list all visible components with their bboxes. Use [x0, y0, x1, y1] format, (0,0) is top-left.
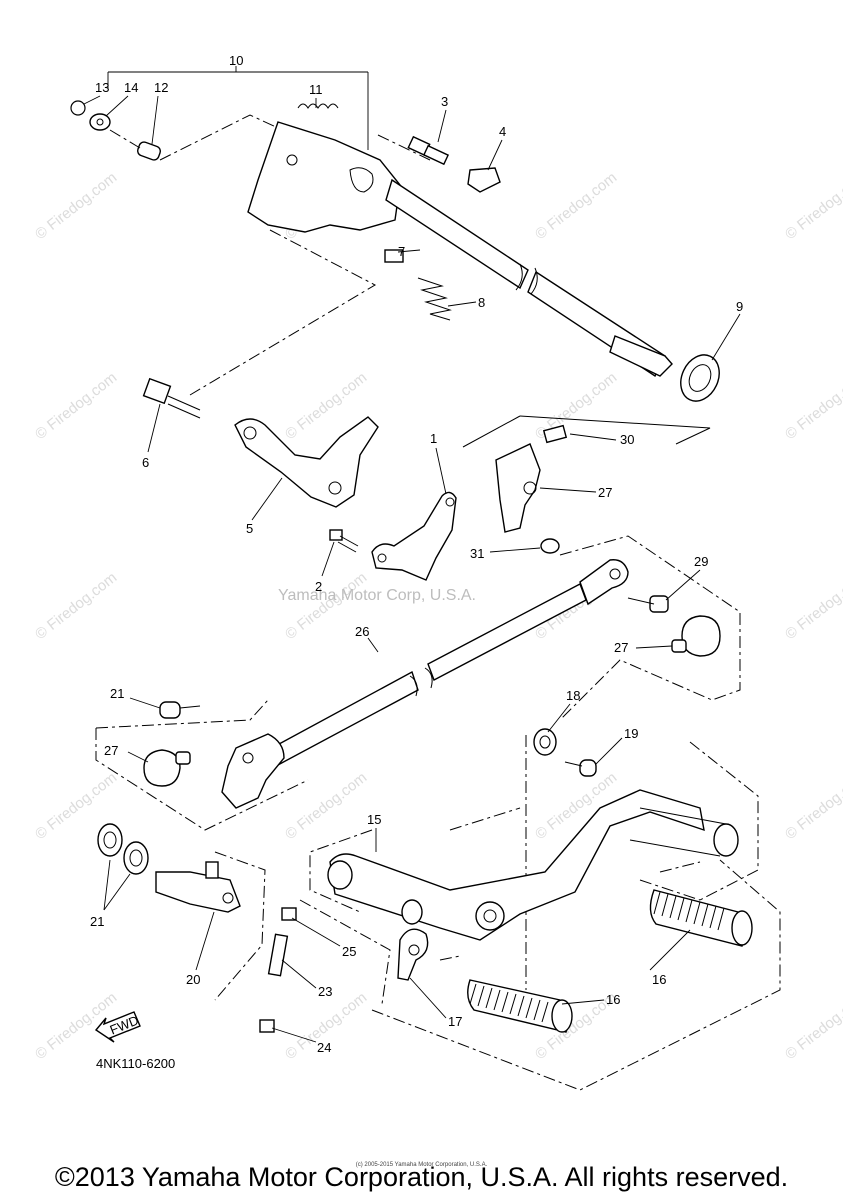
callout-23: 23 — [318, 984, 332, 999]
stay — [371, 491, 457, 581]
callout-29: 29 — [694, 554, 708, 569]
callout-20: 20 — [186, 972, 200, 987]
collar — [136, 141, 162, 161]
shift-pedal-shaft-assembly — [97, 823, 391, 1033]
shift-pedal-assembly — [309, 728, 781, 1091]
callout-17: 17 — [448, 1014, 462, 1029]
callout-24: 24 — [317, 1040, 331, 1055]
callout-28: 27 — [598, 485, 612, 500]
callout-14: 14 — [124, 80, 138, 95]
bolt — [407, 135, 450, 166]
plate — [467, 167, 501, 193]
boot — [681, 615, 721, 657]
diagram-code: 4NK110-6200 — [96, 1056, 176, 1071]
callout-1: 1 — [430, 431, 437, 446]
watermark: © Firedog.com — [782, 569, 843, 643]
shift-arm — [247, 121, 401, 233]
watermark: © Firedog.com — [282, 769, 370, 843]
watermark: © Firedog.com — [532, 169, 620, 243]
callout-8: 8 — [478, 295, 485, 310]
callout-16: 16 — [606, 992, 620, 1007]
shift-pedal — [329, 789, 705, 941]
washer — [533, 728, 557, 756]
callout-9: 9 — [736, 299, 743, 314]
washer — [540, 538, 560, 554]
footrest-rubber — [467, 979, 573, 1033]
callout-6: 6 — [142, 455, 149, 470]
pivot-shaft — [155, 871, 241, 913]
shift-rod-assembly — [95, 535, 741, 831]
washer — [89, 113, 111, 131]
shift-arm-assembly — [462, 415, 711, 554]
watermark: © Firedog.com — [32, 369, 120, 443]
shift-arm — [495, 443, 541, 533]
center-watermark: Yamaha Motor Corp, U.S.A. — [278, 587, 476, 604]
washer — [97, 823, 123, 857]
shift-rod — [267, 670, 419, 767]
fwd-arrow-icon: FWD — [94, 1011, 141, 1043]
callout-27: 27 — [104, 743, 118, 758]
watermark: © Firedog.com — [782, 369, 843, 443]
copyright-footer: ©2013 Yamaha Motor Corporation, U.S.A. A… — [54, 1162, 789, 1192]
footrest-rubber — [649, 889, 753, 947]
stay-assembly — [142, 377, 457, 581]
pedal-end — [713, 823, 739, 857]
circlip — [70, 100, 86, 116]
bolt — [267, 933, 289, 977]
bolt — [579, 759, 597, 777]
bolt — [542, 424, 568, 444]
leader-lines — [83, 95, 741, 1043]
callout-27: 27 — [614, 640, 628, 655]
bolt — [329, 529, 343, 541]
rod-end — [221, 733, 285, 809]
watermark: © Firedog.com — [32, 569, 120, 643]
washer — [123, 841, 149, 875]
callout-3: 3 — [441, 94, 448, 109]
spring — [297, 103, 339, 109]
fwd-label: FWD — [108, 1012, 141, 1037]
spring — [417, 277, 452, 321]
callout-31: 31 — [470, 546, 484, 561]
boot — [143, 749, 181, 787]
callout-26: 26 — [355, 624, 369, 639]
callout-7: 7 — [398, 244, 405, 259]
callout-4: 4 — [499, 124, 506, 139]
callout-16: 16 — [652, 972, 666, 987]
callout-12: 12 — [154, 80, 168, 95]
nut — [259, 1019, 275, 1033]
callout-21: 21 — [90, 914, 104, 929]
rod-end — [579, 559, 629, 606]
watermark: © Firedog.com — [782, 169, 843, 243]
oil-seal — [680, 354, 720, 402]
callout-15: 15 — [367, 812, 381, 827]
callout-numbers: 10 13 14 12 11 3 4 7 8 9 6 5 1 2 30 27 3… — [90, 53, 743, 1055]
nut — [281, 907, 297, 921]
stay — [234, 416, 379, 508]
bolt — [384, 249, 404, 263]
callout-10: 10 — [229, 53, 243, 68]
callout-30: 30 — [620, 432, 634, 447]
callout-19: 19 — [624, 726, 638, 741]
callout-18: 18 — [566, 688, 580, 703]
bolt — [649, 595, 669, 613]
callout-11: 11 — [309, 82, 323, 97]
small-copyright: (c) 2005-2015 Yamaha Motor Corporation, … — [355, 1162, 488, 1168]
callout-22: 21 — [110, 686, 124, 701]
watermark: © Firedog.com — [32, 169, 120, 243]
watermark: © Firedog.com — [782, 989, 843, 1063]
callout-2: 2 — [315, 579, 322, 594]
shift-shaft-assembly — [70, 66, 720, 402]
callout-5: 5 — [246, 521, 253, 536]
bolt — [142, 377, 172, 405]
callout-13: 13 — [95, 80, 109, 95]
callout-25: 25 — [342, 944, 356, 959]
bolt — [159, 701, 181, 719]
watermark: © Firedog.com — [782, 769, 843, 843]
